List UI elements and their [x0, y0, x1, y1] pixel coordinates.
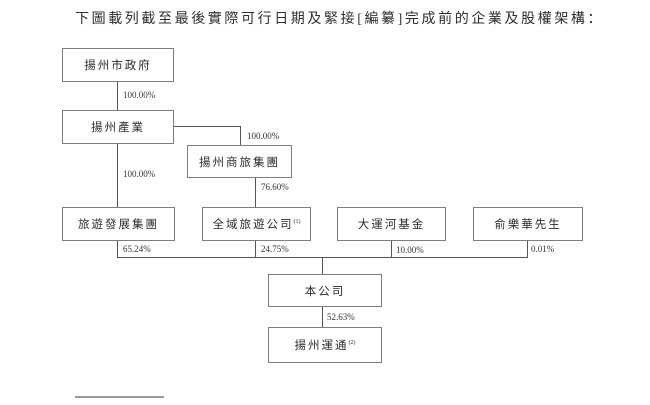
node-label: 揚州商旅集團 [199, 154, 280, 170]
node-label-sup: (2) [348, 340, 356, 347]
node-label-text: 揚州運通 [294, 340, 349, 352]
connector-industry-shanglv-vertical [240, 126, 241, 145]
node-yangzhou-yuntong: 揚州運通(2) [268, 327, 382, 363]
connector-shanglv-quanyu [255, 178, 256, 207]
connector-industry-tourism-dev [117, 144, 118, 208]
connector-bus-company [322, 257, 323, 274]
connector-company-yuntong [322, 307, 323, 327]
node-label-text: 揚州產業 [91, 122, 145, 134]
connector-quanyu-drop [255, 241, 256, 257]
connector-yu-drop [527, 241, 528, 257]
node-label-text: 揚州市政府 [84, 60, 152, 72]
footnote-separator-rule [75, 396, 164, 398]
node-quanyu-tourism-company: 全域旅遊公司(1) [202, 207, 311, 241]
node-label-text: 本公司 [304, 285, 346, 298]
page-title: 下圖載列截至最後實際可行日期及緊接[編纂]完成前的企業及股權架構： [75, 12, 605, 27]
node-label: 揚州產業 [91, 119, 145, 135]
node-label: 俞樂華先生 [494, 216, 562, 232]
node-yangzhou-industry: 揚州產業 [62, 110, 174, 144]
node-label: 揚州市政府 [84, 57, 152, 73]
connector-fund-drop [391, 241, 392, 257]
node-the-company: 本公司 [268, 274, 382, 307]
node-label: 全域旅遊公司(1) [213, 216, 301, 232]
node-label-sup: (1) [293, 219, 301, 226]
node-grand-canal-fund: 大運河基金 [337, 207, 446, 241]
connector-tourism-dev-drop [117, 241, 118, 257]
ownership-label-yu: 0.01% [531, 244, 555, 254]
node-yangzhou-government: 揚州市政府 [62, 48, 174, 82]
node-label-text: 揚州商旅集團 [199, 156, 280, 169]
node-tourism-development-group: 旅遊發展集團 [62, 207, 175, 241]
connector-government-industry [117, 82, 118, 110]
node-label: 揚州運通(2) [295, 337, 356, 353]
ownership-label-government-industry: 100.00% [123, 90, 156, 100]
ownership-label-fund: 10.00% [396, 245, 424, 255]
node-label-text: 旅遊發展集團 [78, 219, 159, 231]
node-label-text: 全域旅遊公司 [212, 219, 294, 231]
connector-industry-shanglv-horizontal [174, 126, 241, 127]
ownership-label-industry-tourism-dev: 100.00% [123, 169, 156, 179]
node-label-text: 大運河基金 [357, 219, 426, 231]
ownership-label-industry-shanglv: 100.00% [247, 131, 280, 141]
ownership-label-quanyu: 24.75% [261, 244, 289, 254]
node-label-text: 俞樂華先生 [494, 219, 562, 231]
ownership-label-company-yuntong: 52.63% [327, 312, 355, 322]
ownership-label-shanglv-quanyu: 76.60% [261, 182, 289, 192]
ownership-label-tourism-dev: 65.24% [123, 244, 151, 254]
node-label: 大運河基金 [358, 216, 426, 232]
node-mr-yu-lehua: 俞樂華先生 [473, 207, 583, 241]
node-label: 本公司 [305, 283, 346, 299]
node-yangzhou-shanglv-group: 揚州商旅集團 [187, 145, 292, 178]
node-label: 旅遊發展集團 [78, 216, 159, 232]
